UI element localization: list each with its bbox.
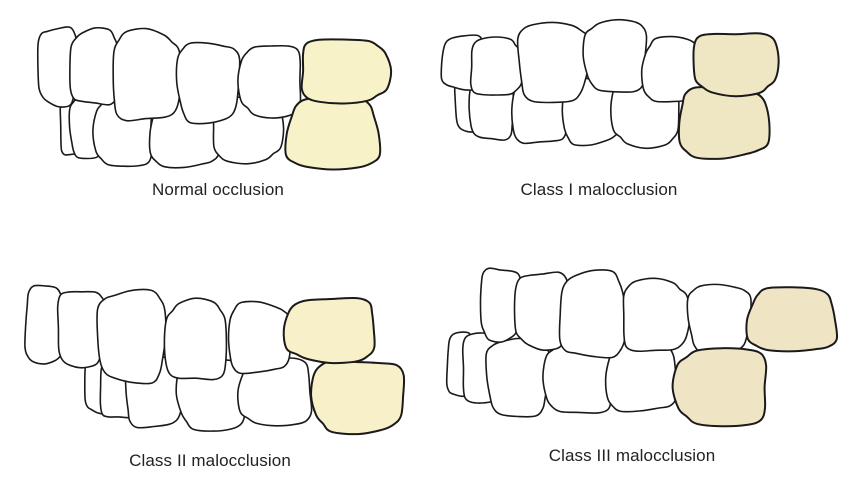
upper-first-molar [745, 286, 839, 353]
upper-tooth [686, 283, 752, 354]
lower-tooth [236, 356, 313, 427]
upper-tooth [622, 277, 691, 353]
upper-tooth [56, 290, 110, 369]
upper-tooth [237, 44, 302, 119]
upper-tooth [558, 269, 628, 359]
upper-tooth [175, 41, 241, 125]
lower-first-molar [284, 96, 382, 171]
upper-tooth [112, 27, 182, 122]
upper-first-molar [692, 32, 780, 98]
caption-class-ii-malocclusion: Class II malocclusion [129, 451, 291, 470]
upper-tooth [513, 271, 571, 352]
upper-tooth [227, 300, 292, 375]
lower-first-molar [671, 347, 768, 428]
upper-tooth [36, 26, 79, 108]
upper-first-molar [300, 38, 393, 105]
lower-first-molar [310, 359, 406, 436]
upper-tooth [582, 18, 648, 93]
upper-tooth [69, 26, 121, 106]
upper-tooth [96, 288, 167, 385]
caption-normal-occlusion: Normal occlusion [152, 180, 284, 199]
upper-first-molar [282, 296, 376, 365]
upper-tooth [163, 297, 228, 381]
upper-tooth [479, 267, 524, 343]
upper-tooth [516, 21, 591, 104]
lower-first-molar [677, 86, 771, 160]
caption-class-i-malocclusion: Class I malocclusion [520, 180, 678, 199]
upper-tooth [469, 36, 525, 96]
caption-class-iii-malocclusion: Class III malocclusion [548, 446, 716, 465]
upper-tooth [24, 284, 67, 365]
